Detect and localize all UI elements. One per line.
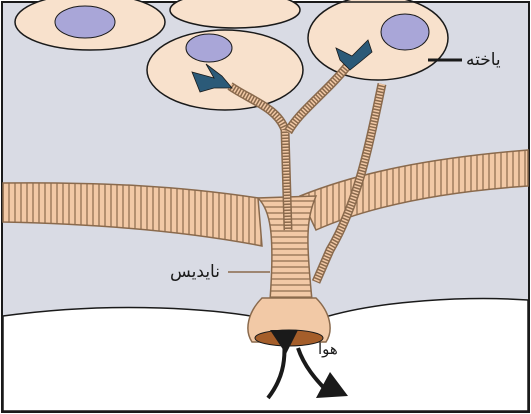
nucleus bbox=[55, 6, 115, 38]
cell-label: یاخته bbox=[466, 52, 501, 69]
trachea-label: نایدیس bbox=[170, 264, 220, 281]
nucleus bbox=[186, 34, 232, 62]
air-label: هوا bbox=[318, 342, 338, 357]
nucleus bbox=[381, 14, 429, 50]
